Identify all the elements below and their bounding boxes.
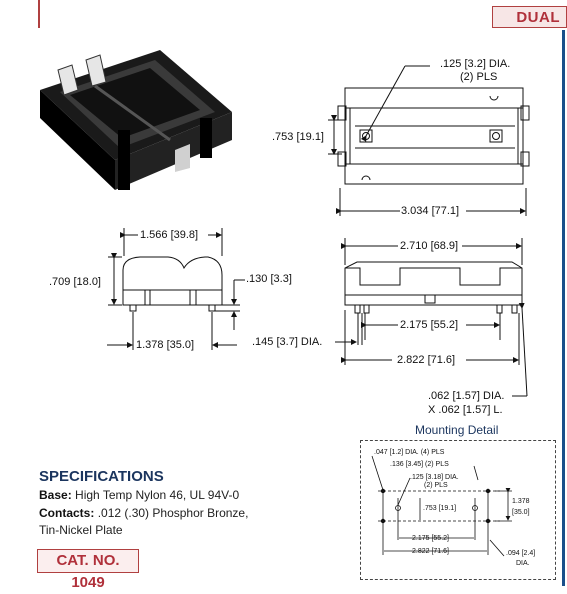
holder-3d-illustration [40,50,232,190]
top-hole-pls-label: (2) PLS [460,71,498,83]
dual-badge: DUAL [492,6,567,28]
side-top-width-label: 1.566 [39.8] [140,229,199,241]
side-pin-height-label: .130 [3.3] [246,273,292,285]
specifications-title: SPECIFICATIONS [39,468,164,485]
mount-dim-5b: [35.0] [512,509,530,516]
front-lead-len-label: X .062 [1.57] L. [428,404,503,416]
mounting-detail-title: Mounting Detail [415,423,499,437]
mount-dim-8b: DIA. [516,560,530,567]
side-height-label: .709 [18.0] [49,276,101,288]
spec-base-value: High Temp Nylon 46, UL 94V-0 [75,488,240,502]
front-pin-span-label: 2.175 [55.2] [400,319,459,331]
spec-base: Base: High Temp Nylon 46, UL 94V-0 [39,488,239,502]
mounting-detail-box [360,440,556,580]
mount-dim-3: .125 [3.18] DIA. [410,474,459,481]
mount-dim-2: .136 [3.45] (2) PLS [390,461,449,468]
top-height-label: .753 [19.1] [272,131,324,143]
mount-dim-8: .094 [2.4] [506,550,536,557]
top-width-label: 3.034 [77.1] [401,205,460,217]
mount-dim-3b: (2) PLS [424,482,448,489]
catalog-number: CAT. NO. 1049 [37,549,139,591]
side-pin-span-label: 1.378 [35.0] [136,339,195,351]
spec-base-label: Base: [39,488,72,502]
mount-dim-4: .753 [19.1] [423,505,457,512]
front-lead-dia-label: .062 [1.57] DIA. [428,390,505,402]
mounting-detail-drawing [371,455,512,557]
right-edge-bar [562,30,565,586]
spec-contacts-value: .012 (.30) Phosphor Bronze, [97,506,249,520]
front-view-drawing [335,238,528,397]
top-hole-dia-label: .125 [3.2] DIA. [440,58,511,70]
spec-contacts: Contacts: .012 (.30) Phosphor Bronze, [39,506,248,520]
side-view-drawing [107,228,245,350]
mount-dim-1: .047 [1.2] DIA. (4) PLS [374,449,445,456]
front-pin-dia-label: .145 [3.7] DIA. [252,336,323,348]
mount-dim-5: 1.378 [512,498,530,505]
spec-contacts-value-2: Tin-Nickel Plate [39,523,123,537]
header-rule-vertical [38,0,40,28]
mount-dim-6: 2.175 [55.2] [412,535,449,542]
top-view-drawing [328,65,530,216]
front-top-width-label: 2.710 [68.9] [400,240,459,252]
mount-dim-7: 2.822 [71.6] [412,548,449,555]
spec-contacts-label: Contacts: [39,506,95,520]
front-overall-label: 2.822 [71.6] [397,354,456,366]
